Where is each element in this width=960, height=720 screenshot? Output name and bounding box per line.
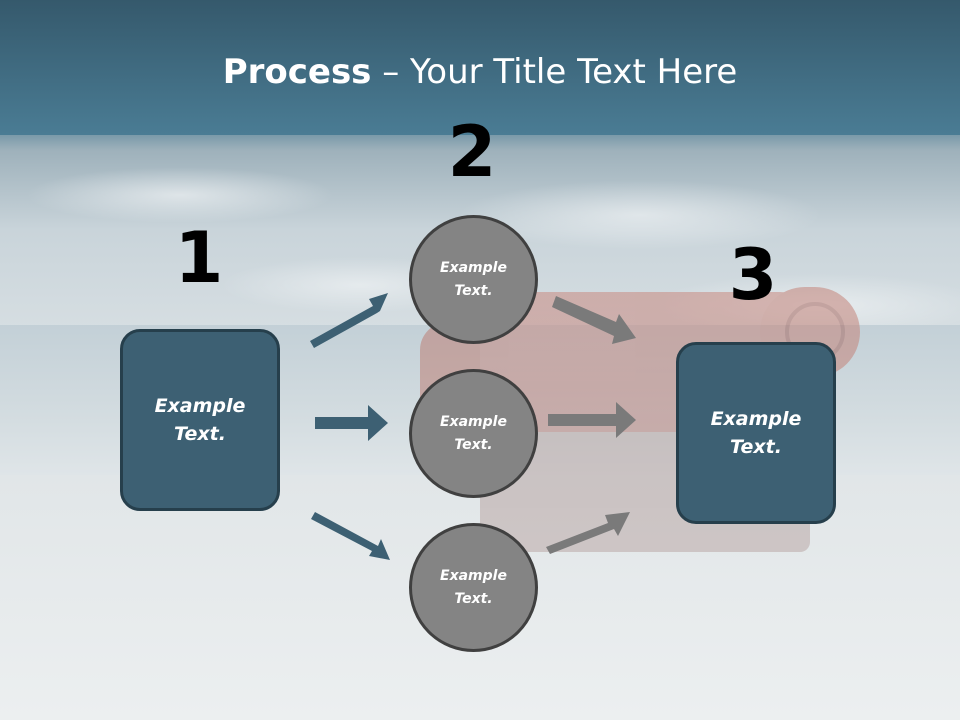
step-2-circle-bottom: Example Text. <box>409 523 538 652</box>
step-number-1: 1 <box>174 217 224 299</box>
step-2-circle-middle: Example Text. <box>409 369 538 498</box>
title-rest: – Your Title Text Here <box>371 52 738 92</box>
title-bold: Process <box>222 52 372 92</box>
arrow-up-right-icon <box>310 293 388 348</box>
sky-background <box>0 0 960 135</box>
step-2-label-bottom: Example Text. <box>440 568 507 607</box>
step-2-label-middle: Example Text. <box>440 414 507 453</box>
gray-arrows <box>546 296 636 554</box>
step-1-label: Example Text. <box>154 394 246 446</box>
arrow-down-right-gray-icon <box>552 296 636 344</box>
arrow-right-gray-icon <box>548 402 636 438</box>
step-1-box: Example Text. <box>120 329 280 511</box>
slide-title: Process – Your Title Text Here <box>0 52 960 92</box>
arrow-down-right-icon <box>311 512 390 560</box>
step-3-label: Example Text. <box>710 407 802 459</box>
step-3-box: Example Text. <box>676 342 836 524</box>
arrow-right-icon <box>315 405 388 441</box>
arrow-up-right-gray-icon <box>546 512 630 554</box>
step-2-circle-top: Example Text. <box>409 215 538 344</box>
step-number-3: 3 <box>728 234 778 316</box>
blue-arrows <box>310 293 390 560</box>
step-2-label-top: Example Text. <box>440 260 507 299</box>
step-number-2: 2 <box>447 111 497 193</box>
